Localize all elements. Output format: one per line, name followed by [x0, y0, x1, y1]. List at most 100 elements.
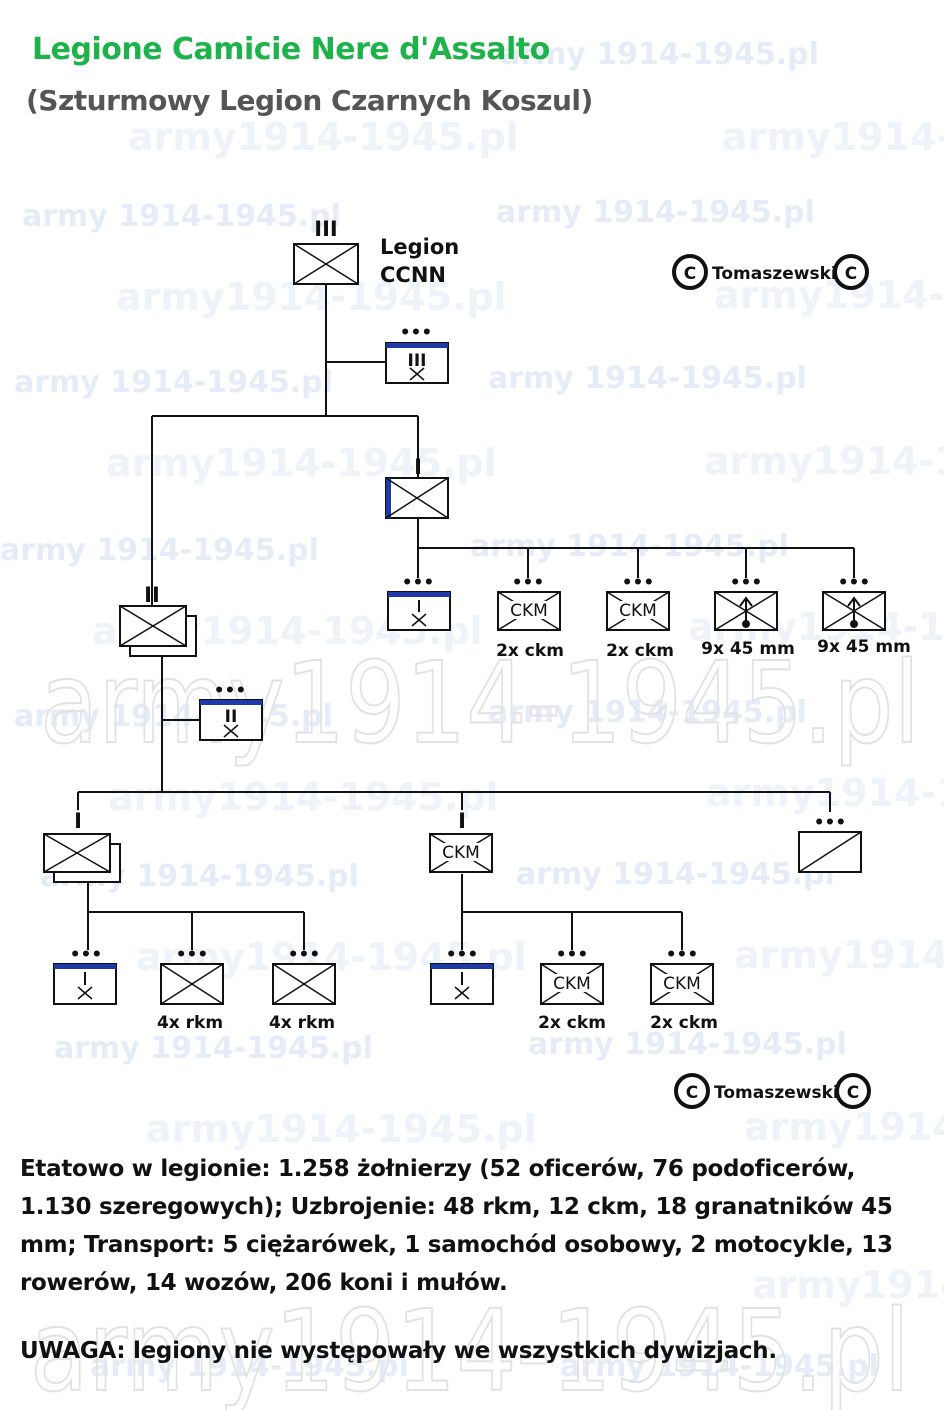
watermark: army1914-1945.pl [128, 115, 519, 159]
page-title: Legione Camicie Nere d'Assalto [32, 32, 550, 67]
ckm-section-2: ••• CKM 2x ckm [606, 573, 674, 661]
page-subtitle: (Szturmowy Legion Czarnych Koszul) [26, 84, 593, 117]
watermark: army1914-1945.pl [704, 439, 944, 483]
section-size-marker: ••• [70, 945, 103, 965]
legion-label: CCNN [380, 263, 446, 287]
watermark: army 1914-1945.pl [560, 1349, 879, 1384]
section-size-marker: ••• [814, 813, 847, 833]
strength-description: Etatowo w legionie: 1.258 żołnierzy (52 … [20, 1156, 893, 1296]
ckm-label: CKM [442, 843, 480, 863]
rifle-company-command-section: ••• [53, 945, 117, 1005]
unit-caption: 2x ckm [606, 641, 674, 661]
mg-company-unit: I CKM [429, 809, 493, 873]
watermark: army 1914-1945.pl [500, 37, 819, 72]
copyright-icon: C [684, 264, 696, 284]
legion-label: Legion [380, 235, 459, 259]
unit-caption: 2x ckm [650, 1013, 718, 1033]
watermark: army1914-1945.pl [744, 1105, 944, 1149]
ckm-label: CKM [619, 601, 657, 621]
ckm-label: CKM [510, 601, 548, 621]
watermark: army 1914-1945.pl [90, 1349, 409, 1384]
regiment-size-marker: III [408, 351, 427, 371]
copyright-author: Tomaszewski [714, 1083, 839, 1103]
legion-hq-unit: III Legion CCNN [293, 217, 459, 287]
watermark: army 1914-1945.pl [488, 361, 807, 396]
ckm-label: CKM [553, 974, 591, 994]
watermark: army 1914-1945.pl [0, 533, 319, 568]
unit-caption: 9x 45 mm [701, 639, 795, 659]
watermark: army 1914-1945.pl [496, 195, 815, 230]
unit-caption: 9x 45 mm [817, 637, 911, 657]
watermark: army 1914-1945.pl [516, 857, 835, 892]
mg-platoon-1: ••• CKM 2x ckm [538, 945, 606, 1033]
watermark: army1914-1945.pl [752, 1263, 944, 1307]
ckm-section-1: ••• CKM 2x ckm [496, 573, 564, 661]
rifle-company-unit: I [43, 809, 121, 883]
section-size-marker: ••• [400, 323, 433, 343]
ckm-label: CKM [663, 974, 701, 994]
section-size-marker: ••• [730, 573, 763, 593]
copyright-icon [833, 254, 869, 290]
copyright-icon: C [847, 1083, 859, 1103]
company-size-marker: I [74, 809, 82, 833]
section-size-marker: ••• [446, 945, 479, 965]
watermark-large: army1914-1945.pl [40, 639, 920, 769]
watermark: army1914-1945.pl [722, 115, 944, 159]
section-size-marker: ••• [214, 681, 247, 701]
support-company-command-section: ••• [387, 573, 451, 631]
section-size-marker: ••• [622, 573, 655, 593]
rifle-platoon-2: ••• 4x rkm [269, 945, 336, 1033]
watermark: army1914-1945.pl [108, 775, 499, 819]
copyright-mark-bottom: C Tomaszewski C [674, 1073, 871, 1109]
copyright-icon [672, 254, 708, 290]
watermark: army 1914-1945.pl [22, 199, 341, 234]
watermark: army 1914-1945.pl [14, 699, 333, 734]
unit-caption: 2x ckm [496, 641, 564, 661]
company-size-marker: I [458, 809, 466, 833]
unit-caption: 2x ckm [538, 1013, 606, 1033]
battalion-size-marker: II [225, 707, 238, 727]
copyright-author: Tomaszewski [712, 264, 837, 284]
watermark: army 1914-1945.pl [528, 1027, 847, 1062]
section-size-marker: ••• [556, 945, 589, 965]
support-company-unit: I [385, 455, 449, 519]
battalion-size-marker: II [144, 583, 160, 607]
rifle-platoon-1: ••• 4x rkm [157, 945, 224, 1033]
mg-platoon-2: ••• CKM 2x ckm [650, 945, 718, 1033]
mortar-section-1: ••• 9x 45 mm [701, 573, 795, 659]
copyright-icon: C [686, 1083, 698, 1103]
legion-command-section: ••• III [385, 323, 449, 384]
watermark: army 1914-1945.pl [470, 529, 789, 564]
copyright-icon: C [845, 264, 857, 284]
section-size-marker: ••• [838, 573, 871, 593]
watermark: army1914-1945.pl [146, 1107, 537, 1151]
watermark: army 1914-1945.pl [54, 1031, 373, 1066]
connector-lines [77, 284, 855, 950]
watermark: army1914-1945.pl [734, 933, 944, 977]
copyright-mark-top: C Tomaszewski C [672, 254, 869, 290]
watermark: army 1914-1945.pl [488, 695, 807, 730]
watermark: army1914-1945.pl [714, 273, 944, 317]
watermark: army 1914-1945.pl [14, 365, 333, 400]
unit-caption: 4x rkm [269, 1013, 335, 1033]
section-size-marker: ••• [288, 945, 321, 965]
remark-note: UWAGA: legiony nie występowały we wszyst… [20, 1338, 777, 1364]
unit-caption: 4x rkm [157, 1013, 223, 1033]
section-size-marker: ••• [402, 573, 435, 593]
copyright-icon [835, 1073, 871, 1109]
transport-section: ••• [798, 813, 862, 873]
section-size-marker: ••• [512, 573, 545, 593]
copyright-icon [674, 1073, 710, 1109]
mortar-section-2: ••• 9x 45 mm [817, 573, 911, 657]
battalion-command-section: ••• II [199, 681, 263, 741]
mg-company-command-section: ••• [430, 945, 494, 1005]
section-size-marker: ••• [176, 945, 209, 965]
battalion-unit: II [119, 583, 197, 657]
regiment-size-marker: III [314, 217, 337, 241]
company-size-marker: I [414, 455, 422, 479]
watermark-layer: army 1914-1945.pl army1914-1945.pl army1… [0, 37, 944, 1410]
watermark-large: army1914-1945.pl [30, 1287, 910, 1410]
section-size-marker: ••• [666, 945, 699, 965]
